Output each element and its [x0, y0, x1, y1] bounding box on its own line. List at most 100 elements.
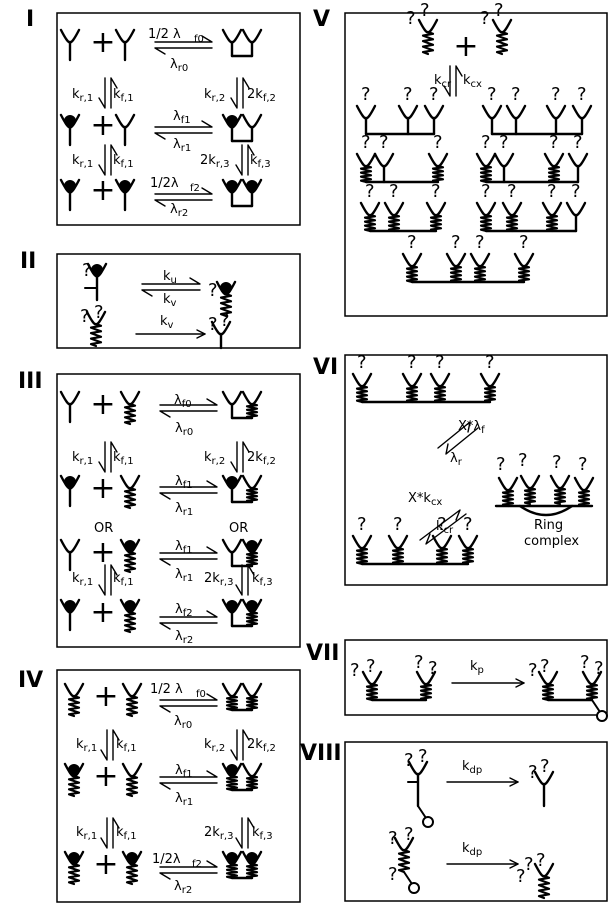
rate-label: kf,1: [113, 87, 134, 104]
bound-ligand-dot: [68, 764, 80, 776]
rate-label: 2kf,2: [247, 87, 276, 104]
vertical-harpoon-down: [98, 144, 106, 176]
forward-harpoon: [154, 35, 213, 43]
rate-label: kdp: [462, 841, 482, 858]
rate-label: X*λf: [458, 419, 485, 436]
bound-ligand-dot: [246, 600, 258, 612]
rate-label: kr,2: [204, 87, 225, 104]
unknown-state-mark: ?: [80, 306, 90, 327]
unknown-state-mark: ?: [366, 656, 376, 677]
stem-spring: [355, 546, 369, 566]
vertical-harpoon-down: [100, 729, 108, 761]
bound-ligand-dot: [226, 180, 238, 192]
vertical-harpoon-up: [110, 564, 118, 596]
binding-cup: [221, 390, 243, 406]
stem-spring: [461, 546, 475, 566]
binding-cup: [423, 104, 445, 120]
panel-IV-frame: [56, 669, 301, 903]
stem-spring: [433, 384, 447, 404]
ring-complex-label: complex: [524, 534, 579, 549]
rate-label: λr0: [174, 714, 192, 731]
binding-cup: [241, 762, 263, 778]
rate-sub: f2: [192, 859, 202, 870]
stem-spring: [355, 384, 369, 404]
unknown-state-mark: ?: [549, 132, 559, 153]
unknown-state-mark: ?: [435, 352, 445, 373]
reverse-harpoon: [159, 872, 218, 880]
rate-label: λr1: [173, 137, 191, 154]
rate-label: λr2: [174, 879, 192, 896]
vertical-harpoon-up: [112, 729, 120, 761]
stem-spring: [405, 264, 419, 284]
rate-label: kf,1: [113, 571, 134, 588]
rate-label: kr,1: [76, 825, 97, 842]
bound-ligand-dot: [226, 115, 238, 127]
unknown-state-mark: ?: [499, 132, 509, 153]
unknown-state-mark: ?: [407, 232, 417, 253]
bound-ligand-dot: [64, 115, 76, 127]
unknown-state-mark: ?: [428, 658, 438, 679]
rate-label: λr1: [175, 567, 193, 584]
rate-label: λr: [450, 451, 463, 468]
binding-cup: [241, 113, 263, 129]
unknown-state-mark: ?: [528, 762, 538, 783]
stem-spring: [431, 164, 445, 184]
stem-spring: [225, 862, 239, 880]
stem-spring: [363, 213, 377, 233]
rate-label: λf1: [175, 539, 193, 556]
vertical-harpoon-down: [235, 564, 243, 596]
stem-spring: [245, 610, 259, 628]
bound-ligand-dot: [226, 852, 238, 864]
rate-label: X*kcx: [408, 491, 442, 508]
rate-label: kf,1: [116, 825, 137, 842]
binding-cup: [114, 28, 136, 44]
plus-sign: +: [90, 25, 115, 60]
plus-sign: +: [93, 679, 118, 714]
reverse-harpoon: [154, 132, 213, 140]
binding-cup: [119, 474, 141, 490]
stem-spring: [405, 384, 419, 404]
panel-VIII-frame: [344, 741, 608, 902]
panel-V-frame: [344, 12, 608, 317]
unknown-state-mark: ?: [494, 0, 504, 21]
binding-cup: [571, 104, 593, 120]
unknown-state-mark: ?: [429, 84, 439, 105]
binding-cup: [373, 152, 395, 168]
unknown-state-mark: ?: [480, 8, 490, 29]
rate-label: kf,1: [113, 153, 134, 170]
binding-cup: [427, 152, 449, 168]
rate-label: 1/2 λ: [148, 27, 181, 42]
vertical-harpoon-down: [235, 144, 243, 176]
forward-harpoon: [159, 398, 218, 406]
unknown-state-mark: ?: [519, 232, 529, 253]
stem-spring: [517, 264, 531, 284]
phosphate-group: [596, 710, 608, 722]
rate-label: kf,3: [252, 571, 273, 588]
binding-cup: [401, 252, 423, 268]
binding-cup: [505, 104, 527, 120]
stem-spring: [125, 774, 139, 798]
rate-label: kf,3: [250, 153, 271, 170]
rate-label: 1/2λ: [150, 176, 179, 191]
reverse-harpoon: [445, 427, 479, 455]
reverse-harpoon: [159, 782, 218, 790]
rate-label: kf,1: [116, 737, 137, 754]
rate-label: λf1: [175, 474, 193, 491]
binding-cup: [475, 201, 497, 217]
forward-harpoon: [159, 860, 218, 868]
bound-ligand-dot: [64, 600, 76, 612]
plus-sign: +: [90, 471, 115, 506]
binding-cup: [565, 201, 587, 217]
reverse-harpoon: [159, 492, 218, 500]
vertical-harpoon-up: [242, 441, 250, 473]
unknown-state-mark: ?: [507, 181, 517, 202]
unknown-state-mark: ?: [528, 660, 538, 681]
plus-sign: +: [90, 173, 115, 208]
binding-cup: [481, 104, 503, 120]
binding-cup: [429, 372, 451, 388]
bound-ligand-dot: [246, 540, 258, 552]
panel-III-frame: [56, 373, 301, 648]
binding-cup: [513, 252, 535, 268]
unknown-state-mark: ?: [487, 84, 497, 105]
molecule-glyphs: [59, 18, 608, 900]
